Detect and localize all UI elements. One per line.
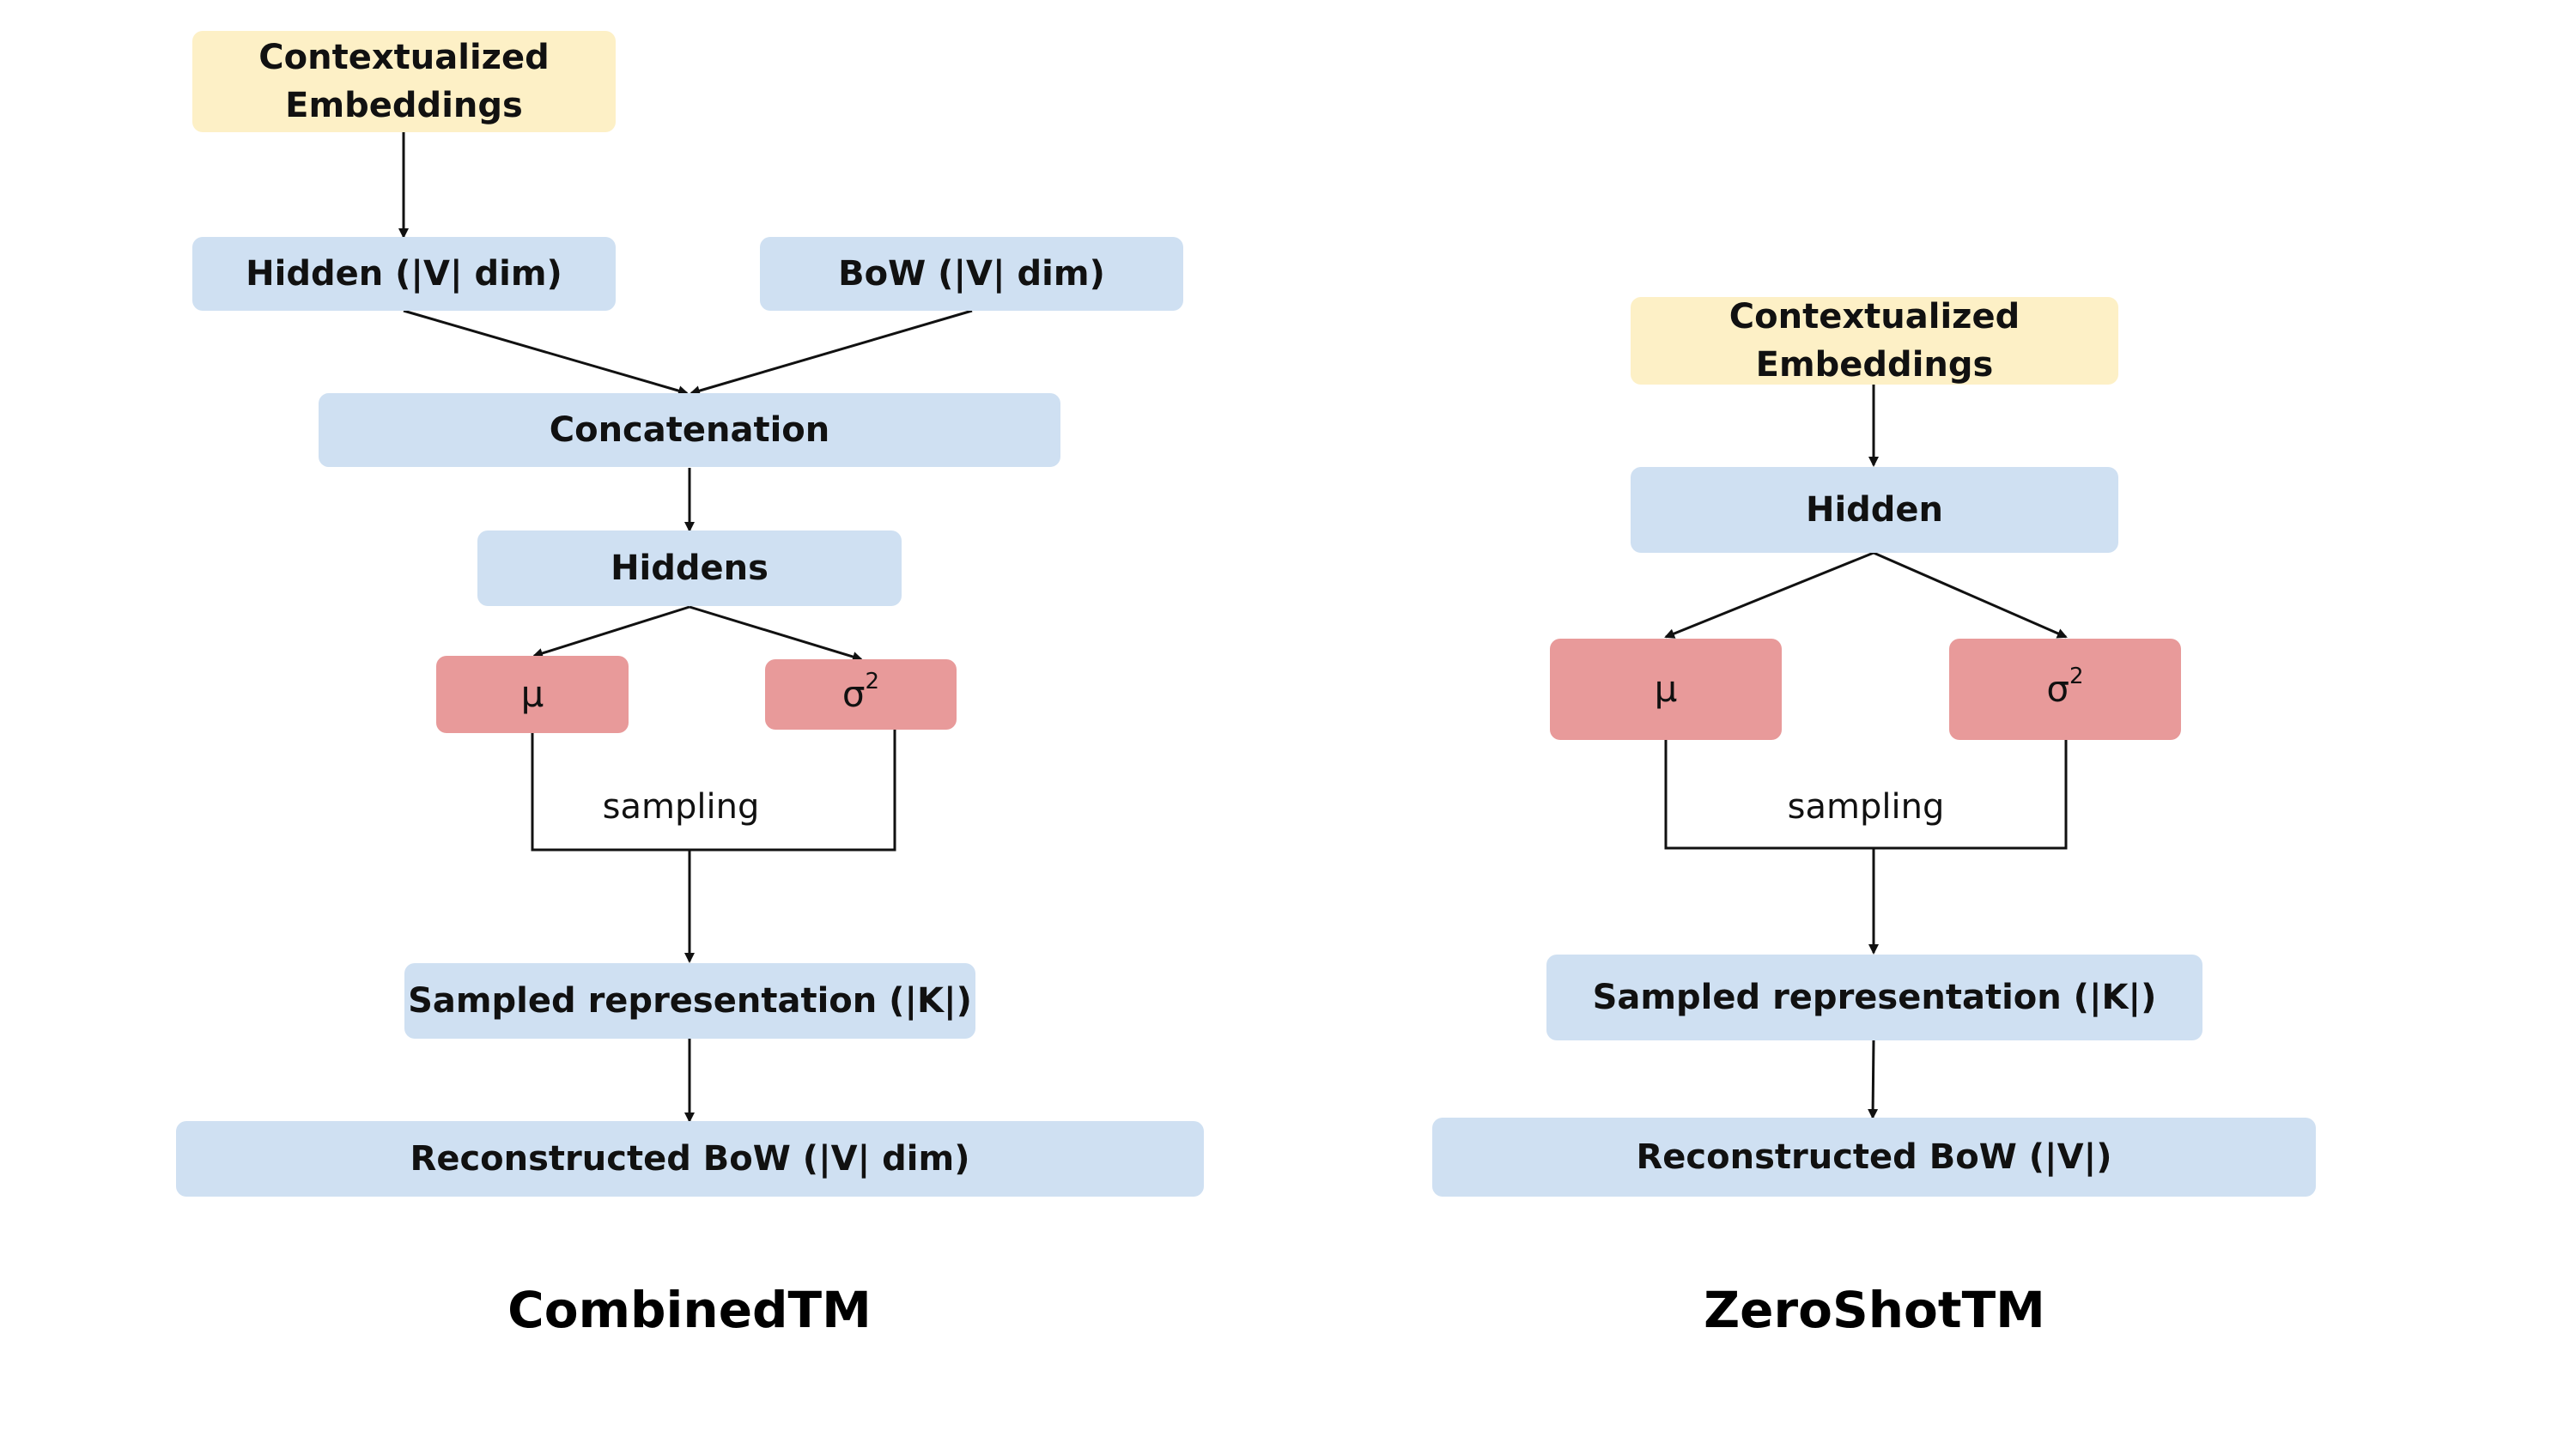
zeroshot-hidden-node: Hidden xyxy=(1631,467,2118,553)
edge-hidden-to-concatenation xyxy=(403,309,689,396)
edge-bow-to-concatenation xyxy=(690,309,973,396)
edge-zs-hidden-to-mu xyxy=(1664,551,1874,639)
zs-sampling-bracket xyxy=(1664,740,2068,850)
sigma-symbol: σ2 xyxy=(2046,665,2083,713)
mu-symbol: μ xyxy=(520,673,544,715)
sigma-symbol: σ2 xyxy=(842,670,879,718)
node-label: Concatenation xyxy=(549,410,830,450)
combined-sigma-node: σ2 xyxy=(765,659,957,730)
node-label: Sampled representation (|K|) xyxy=(1592,978,2157,1017)
combined-hiddens-node: Hiddens xyxy=(477,530,902,606)
zeroshot-contextualized-embeddings-node: Contextualized Embeddings xyxy=(1631,297,2118,385)
sigma-base: σ xyxy=(2046,668,2070,710)
sampling-bracket xyxy=(531,730,896,852)
combined-concatenation-node: Concatenation xyxy=(319,393,1060,467)
node-label: Hiddens xyxy=(611,549,769,588)
sigma-exponent: 2 xyxy=(2069,664,2084,689)
node-label: Hidden (|V| dim) xyxy=(246,254,562,294)
combined-contextualized-embeddings-node: Contextualized Embeddings xyxy=(192,31,616,132)
node-label: Contextualized Embeddings xyxy=(1728,297,2020,385)
combined-bow-node: BoW (|V| dim) xyxy=(760,237,1183,311)
sigma-base: σ xyxy=(841,673,866,715)
zeroshot-sampled-representation-node: Sampled representation (|K|) xyxy=(1546,955,2202,1040)
node-label: Reconstructed BoW (|V| dim) xyxy=(410,1139,970,1179)
node-label: Contextualized Embeddings xyxy=(258,38,550,125)
zeroshot-sampling-label: sampling xyxy=(1787,787,1945,827)
zeroshot-caption: ZeroShotTM xyxy=(1704,1281,2045,1339)
mu-symbol: μ xyxy=(1654,668,1678,710)
edge-zs-sampled-to-reconstructed xyxy=(1868,1040,1879,1119)
edge-zs-hidden-to-sigma xyxy=(1873,551,2068,639)
zeroshot-sigma-node: σ2 xyxy=(1949,639,2181,740)
combined-mu-node: μ xyxy=(436,656,629,733)
combined-sampling-label: sampling xyxy=(602,787,760,827)
node-label: Hidden xyxy=(1805,490,1944,530)
sigma-exponent: 2 xyxy=(865,669,880,694)
combined-caption: CombinedTM xyxy=(507,1281,872,1339)
combined-reconstructed-bow-node: Reconstructed BoW (|V| dim) xyxy=(176,1121,1204,1197)
combined-sampled-representation-node: Sampled representation (|K|) xyxy=(404,963,975,1039)
node-label: BoW (|V| dim) xyxy=(838,254,1105,294)
combined-hidden-node: Hidden (|V| dim) xyxy=(192,237,616,311)
zeroshot-reconstructed-bow-node: Reconstructed BoW (|V|) xyxy=(1432,1118,2316,1197)
node-label: Sampled representation (|K|) xyxy=(408,981,972,1021)
edge-hiddens-to-mu xyxy=(532,605,690,658)
node-label: Reconstructed BoW (|V|) xyxy=(1636,1137,2112,1177)
edge-hiddens-to-sigma xyxy=(689,605,863,662)
zeroshot-mu-node: μ xyxy=(1550,639,1782,740)
